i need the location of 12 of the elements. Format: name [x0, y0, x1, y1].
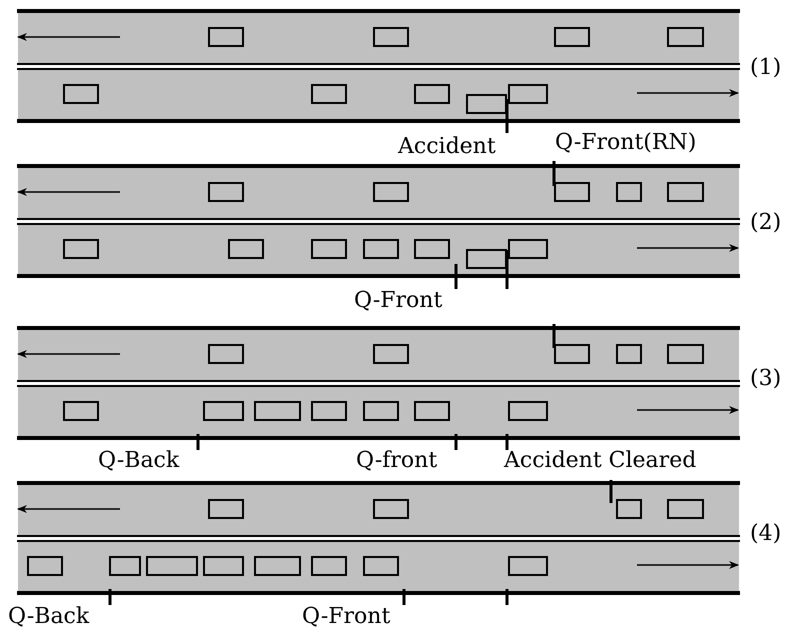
callout-label: Q-Front(RN) — [555, 132, 696, 154]
callout-label: Q-Front — [354, 290, 442, 312]
callout-label: Q-Front — [302, 606, 390, 628]
callout-label: Accident Cleared — [504, 450, 696, 472]
panel-number: (4) — [750, 523, 782, 545]
panel-number: (1) — [750, 57, 782, 79]
callout-label: Q-front — [356, 450, 438, 472]
panel-number: (3) — [750, 368, 782, 390]
callout-label: Q-Back — [8, 606, 90, 628]
panel-number: (2) — [750, 212, 782, 234]
callout-label: Accident — [398, 136, 496, 158]
callout-label: Q-Back — [98, 450, 180, 472]
